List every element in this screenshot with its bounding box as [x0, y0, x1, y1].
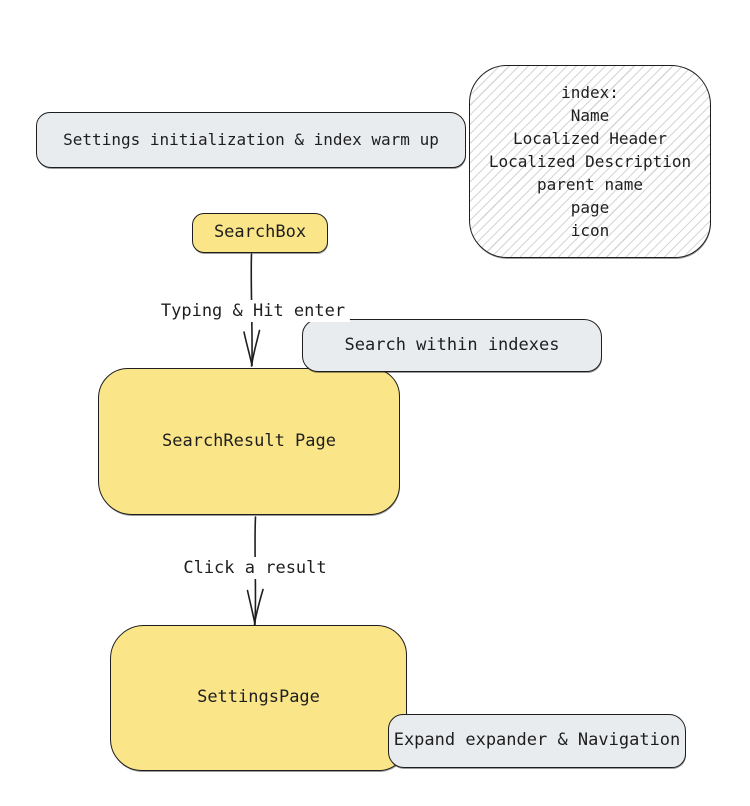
- node-settings-initialization-label: Settings initialization & index warm up: [63, 130, 439, 149]
- node-settings-page: SettingsPage: [110, 625, 407, 771]
- index-note-line: Localized Header: [512, 129, 668, 148]
- index-note-line: page: [570, 198, 610, 217]
- node-settings-page-label: SettingsPage: [197, 687, 320, 708]
- node-search-box-label: SearchBox: [213, 222, 307, 243]
- index-note-line: Name: [570, 106, 610, 125]
- node-search-result-page: SearchResult Page: [98, 368, 400, 515]
- index-note-line: index:: [561, 83, 619, 102]
- node-expand-expander-navigation: Expand expander & Navigation: [388, 714, 686, 768]
- node-search-within-indexes: Search within indexes: [302, 319, 602, 372]
- node-expand-expander-navigation-label: Expand expander & Navigation: [393, 730, 681, 751]
- index-note-line: parent name: [537, 175, 643, 194]
- edge-label-typing-hit-enter: Typing & Hit enter: [155, 300, 351, 322]
- node-search-within-indexes-label: Search within indexes: [344, 334, 560, 355]
- index-note-line: Localized Description: [488, 152, 692, 171]
- node-search-box: SearchBox: [192, 213, 328, 253]
- edge-label-click-a-result: Click a result: [178, 557, 332, 579]
- node-search-result-page-label: SearchResult Page: [162, 430, 336, 451]
- node-settings-initialization: Settings initialization & index warm up: [36, 112, 466, 168]
- index-note-line: icon: [570, 221, 610, 240]
- node-index-fields-note: index: Name Localized Header Localized D…: [469, 65, 711, 258]
